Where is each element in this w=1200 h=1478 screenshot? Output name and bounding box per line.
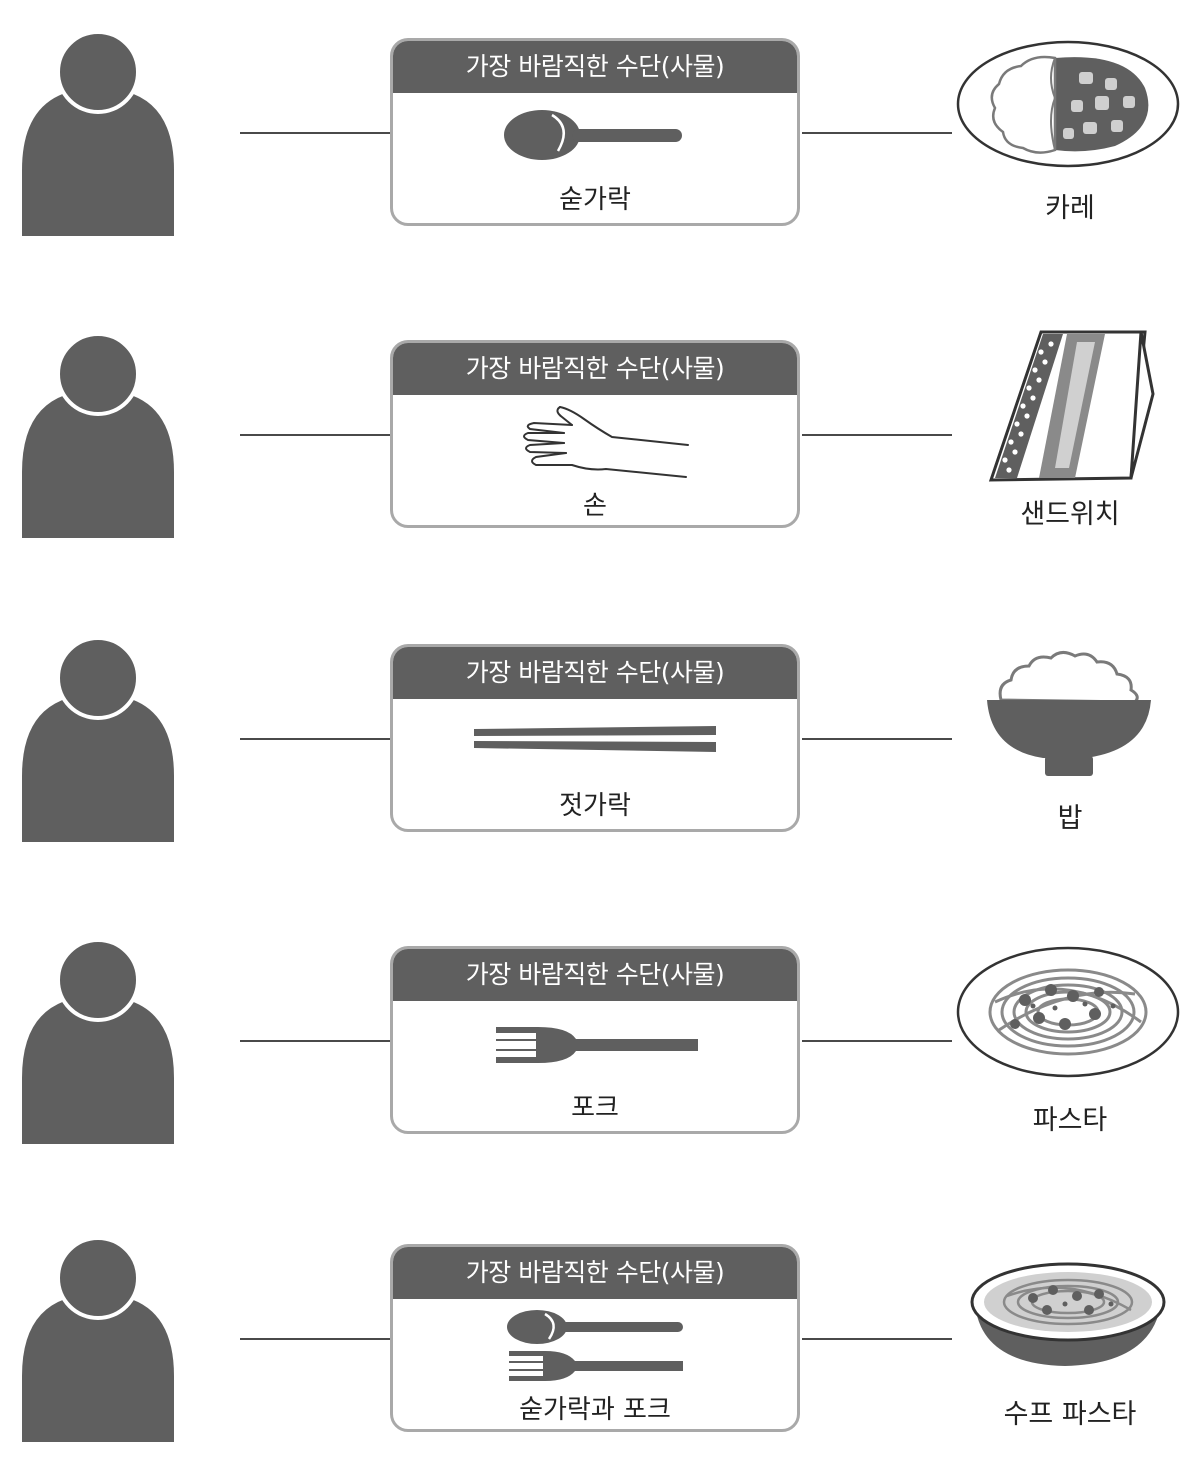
tool-card: 가장 바람직한 수단(사물) 젓가락 [390, 644, 800, 832]
chopsticks-icon [393, 725, 797, 763]
person-icon [20, 1236, 180, 1446]
card-header: 가장 바람직한 수단(사물) [393, 647, 797, 699]
card-header: 가장 바람직한 수단(사물) [393, 1247, 797, 1299]
food-label: 밥 [1057, 803, 1083, 834]
card-header: 가장 바람직한 수단(사물) [393, 41, 797, 93]
connector-line-left [240, 434, 392, 436]
person-icon [20, 332, 180, 542]
tool-card: 가장 바람직한 수단(사물) 포크 [390, 946, 800, 1134]
connector-line-left [240, 1338, 392, 1340]
food-label: 카레 [1045, 193, 1095, 224]
food-label: 파스타 [1032, 1105, 1108, 1136]
diagram-row-1: 가장 바람직한 수단(사물) 숟가락 카레 [0, 0, 1200, 236]
tool-label: 숟가락과 포크 [519, 1395, 671, 1425]
tool-card: 가장 바람직한 수단(사물) 손 [390, 340, 800, 528]
hand-icon [393, 399, 797, 489]
food-label: 수프 파스타 [1003, 1399, 1137, 1430]
tool-label: 젓가락 [559, 791, 631, 821]
fork-icon [393, 1023, 797, 1071]
connector-line-right [802, 1040, 952, 1042]
connector-line-right [802, 434, 952, 436]
tool-card: 가장 바람직한 수단(사물) 숟가락 [390, 38, 800, 226]
spoon-icon [393, 105, 797, 169]
diagram-row-5: 가장 바람직한 수단(사물) 숟가락과 포크 [0, 1206, 1200, 1442]
card-header: 가장 바람직한 수단(사물) [393, 343, 797, 395]
diagram-row-3: 가장 바람직한 수단(사물) 젓가락 밥 [0, 606, 1200, 842]
person-icon [20, 938, 180, 1148]
soup-pasta-icon [955, 1256, 1185, 1466]
card-header: 가장 바람직한 수단(사물) [393, 949, 797, 1001]
connector-line-right [802, 738, 952, 740]
connector-line-left [240, 132, 392, 134]
sandwich-icon [955, 328, 1185, 538]
rice-bowl-icon [955, 644, 1185, 854]
connector-line-right [802, 132, 952, 134]
person-icon [20, 636, 180, 846]
tool-label: 숟가락 [559, 185, 631, 215]
connector-line-left [240, 1040, 392, 1042]
connector-line-right [802, 1338, 952, 1340]
tool-label: 포크 [571, 1093, 619, 1123]
person-icon [20, 30, 180, 240]
tool-label: 손 [583, 491, 607, 521]
diagram-row-2: 가장 바람직한 수단(사물) 손 [0, 302, 1200, 538]
tool-card: 가장 바람직한 수단(사물) 숟가락과 포크 [390, 1244, 800, 1432]
food-label: 샌드위치 [1020, 499, 1120, 530]
spoon-and-fork-icon [393, 1309, 797, 1389]
connector-line-left [240, 738, 392, 740]
pasta-plate-icon [955, 944, 1185, 1154]
curry-rice-icon [955, 38, 1185, 248]
diagram-row-4: 가장 바람직한 수단(사물) 포크 [0, 908, 1200, 1144]
